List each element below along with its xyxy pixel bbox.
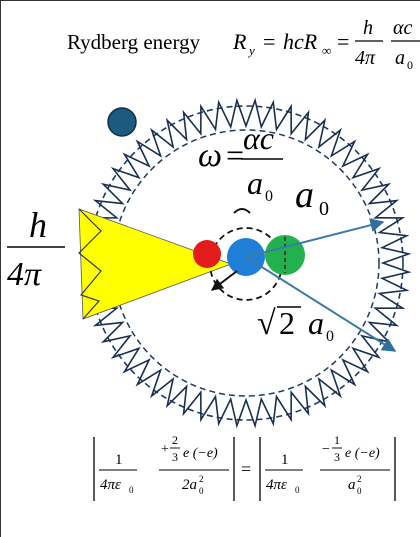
formula-right-den: a xyxy=(348,477,356,493)
header-eq1: = xyxy=(263,29,275,54)
radius-arrow-a0 xyxy=(245,218,385,258)
radius-label-sub: 0 xyxy=(319,198,329,220)
omega-symbol: ω xyxy=(198,137,222,174)
yellow-wedge xyxy=(78,208,233,320)
formula-right-charge-num: 1 xyxy=(334,433,340,447)
orbiting-electron xyxy=(107,107,137,137)
header-a0-sub: 0 xyxy=(407,58,413,72)
formula-left-charge-num: 2 xyxy=(172,433,178,447)
small-rotation-arc xyxy=(233,208,251,214)
formula-right-frac1-den: 4πε xyxy=(266,477,287,493)
formula-left-den-sup: 2 xyxy=(199,474,204,484)
omega-eq: = xyxy=(226,137,244,173)
sqrt2-sub: 0 xyxy=(326,328,334,345)
header-hcR: hcR xyxy=(283,29,318,54)
small-black-arrow xyxy=(211,270,238,291)
formula-equals: = xyxy=(241,459,251,479)
formula-left-sign: + xyxy=(161,442,169,457)
left-frac-4pi: 4π xyxy=(7,256,42,293)
formula-left-charge-rest: e (−e) xyxy=(183,446,218,461)
header-infinity: ∞ xyxy=(322,43,331,58)
inner-dashed-orbit xyxy=(112,129,380,397)
header-title: Rydberg energy xyxy=(67,30,201,54)
bottom-formula: 1 4πε 0 + 2 3 e (−e) 2a 2 0 = 1 4πε 0 − … xyxy=(93,433,396,501)
formula-left-frac1-den: 4πε xyxy=(100,477,121,493)
header-a0: a xyxy=(395,47,405,69)
header-eq2: = xyxy=(337,29,349,54)
formula-right-frac1-num: 1 xyxy=(281,452,289,468)
header-R-sub: y xyxy=(247,43,255,58)
header-h: h xyxy=(363,17,373,39)
left-frac-h: h xyxy=(29,205,47,245)
wedge-zigzag-edge xyxy=(78,208,102,320)
formula-right-charge-den: 3 xyxy=(334,450,340,464)
formula-left-charge-den: 3 xyxy=(172,450,178,464)
formula-right-frac1-den-sub: 0 xyxy=(295,485,300,495)
header-4pi: 4π xyxy=(355,47,376,69)
formula-left-frac1-num: 1 xyxy=(115,452,123,468)
formula-right-den-sub: 0 xyxy=(357,486,362,496)
sqrt2-two: 2 xyxy=(279,305,295,341)
formula-right-sign: − xyxy=(322,442,330,457)
sqrt2-radical: √ xyxy=(257,305,276,342)
formula-right-charge-rest: e (−e) xyxy=(345,446,380,461)
sqrt2-a: a xyxy=(308,305,324,341)
header-alpha-c: αc xyxy=(393,17,412,39)
omega-numerator: αc xyxy=(243,120,274,156)
formula-left-frac1-den-sub: 0 xyxy=(129,485,134,495)
omega-denominator-sub: 0 xyxy=(265,188,273,205)
formula-left-den: 2a xyxy=(182,477,197,493)
formula-right-den-sup: 2 xyxy=(357,474,362,484)
radius-label-a: a xyxy=(295,174,314,216)
radius-arrow-sqrt2 xyxy=(245,256,397,352)
formula-left-den-sub: 0 xyxy=(199,486,204,496)
red-particle xyxy=(193,240,221,268)
omega-denominator: a xyxy=(247,165,263,201)
header-R: R xyxy=(232,29,247,54)
